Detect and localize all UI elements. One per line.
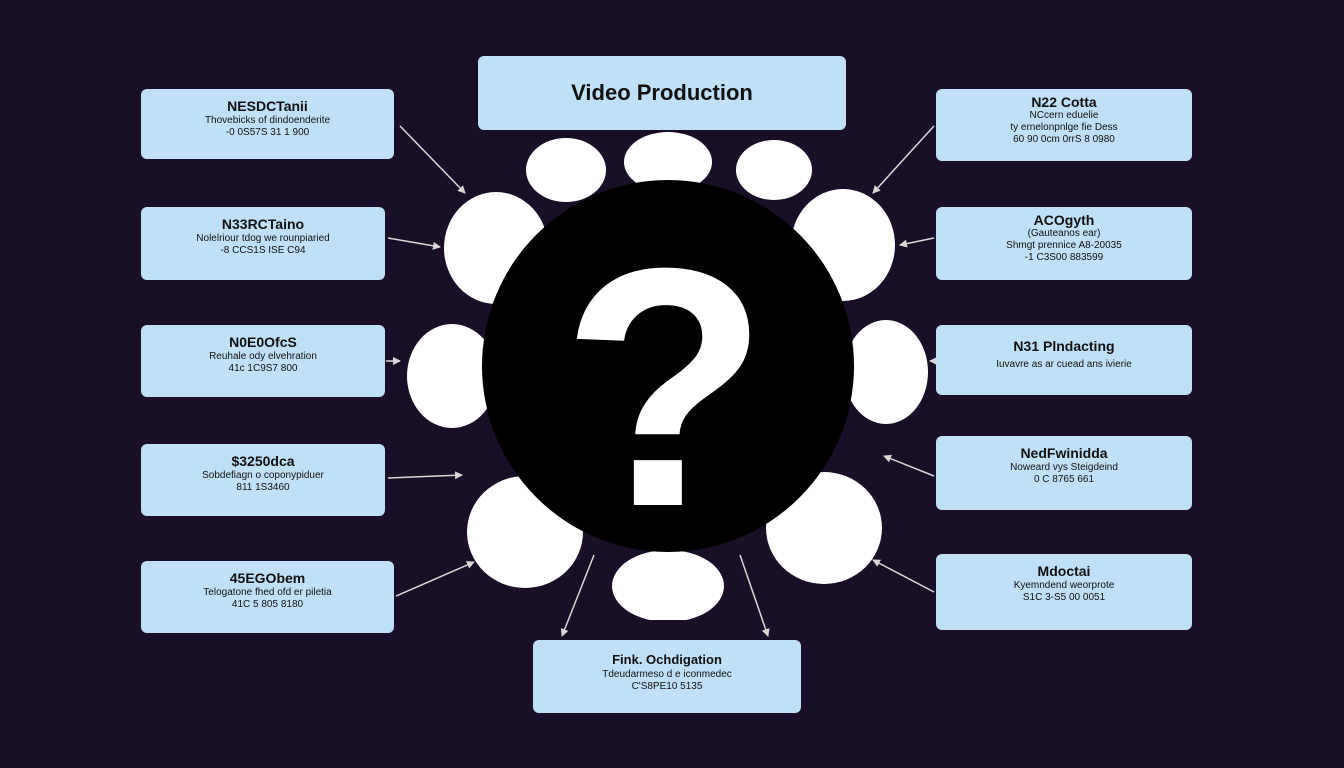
right-card-1: N22 Cotta NCcern eduelie ty ernelonpnlge… bbox=[936, 89, 1192, 161]
card-text: Nolelriour tdog we rounpiaried bbox=[196, 233, 330, 244]
card-text: 811 1S3460 bbox=[236, 482, 290, 493]
card-text: -1 C3S00 883599 bbox=[1024, 252, 1104, 263]
card-text: Reuhale ody elvehration bbox=[209, 351, 317, 362]
center-circle bbox=[482, 180, 854, 552]
card-text: Kyemndend weorprote bbox=[1013, 580, 1115, 591]
card-text: NCcern eduelie bbox=[1029, 110, 1099, 121]
arrow-right-5 bbox=[872, 559, 935, 593]
card-text: 41C 5 805 8180 bbox=[231, 599, 304, 610]
card-text: 41c 1C9S7 800 bbox=[228, 363, 298, 374]
right-card-3: N31 Plndacting Iuvavre as ar cuead ans i… bbox=[936, 325, 1192, 395]
arrow-right-2 bbox=[899, 237, 935, 248]
card-title: Fink. Ochdigation bbox=[612, 652, 722, 667]
card-text: C'S8PE10 5135 bbox=[631, 681, 703, 692]
left-card-1: NESDCTanii Thovebicks of dindoenderite -… bbox=[141, 89, 394, 159]
card-text: (Gauteanos ear) bbox=[1027, 228, 1101, 239]
card-text: Thovebicks of dindoenderite bbox=[204, 115, 331, 126]
card-title: ACOgyth bbox=[1033, 212, 1095, 228]
petal bbox=[612, 550, 724, 620]
left-card-4: $3250dca Sobdefiagn o coponypiduer 811 1… bbox=[141, 444, 385, 516]
left-card-2: N33RCTaino Nolelriour tdog we rounpiarie… bbox=[141, 207, 385, 280]
diagram-title: Video Production bbox=[571, 80, 753, 105]
card-text: 60 90 0cm 0rrS 8 0980 bbox=[1013, 134, 1115, 145]
arrow-left-4 bbox=[387, 471, 463, 480]
arrow-right-1 bbox=[872, 125, 935, 194]
card-text: Shmgt prennice A8-20035 bbox=[1006, 240, 1122, 251]
right-card-2: ACOgyth (Gauteanos ear) Shmgt prennice A… bbox=[936, 207, 1192, 280]
question-mark-icon: ? bbox=[561, 198, 769, 578]
card-text: Telogatone fhed ofd er piletia bbox=[203, 587, 332, 598]
card-title: $3250dca bbox=[231, 453, 295, 469]
card-text: Sobdefiagn o coponypiduer bbox=[202, 470, 324, 481]
petal bbox=[844, 320, 928, 424]
arrow-left-2 bbox=[387, 237, 441, 250]
left-card-5: 45EGObem Telogatone fhed ofd er piletia … bbox=[141, 561, 394, 633]
petal bbox=[624, 132, 712, 192]
card-title: N31 Plndacting bbox=[1013, 338, 1115, 354]
petal bbox=[526, 138, 606, 202]
card-title: N22 Cotta bbox=[1031, 94, 1097, 110]
bottom-card: Fink. Ochdigation Tdeudarmeso d e iconme… bbox=[533, 640, 801, 713]
petal bbox=[736, 140, 812, 200]
card-text: -0 0S57S 31 1 900 bbox=[225, 127, 310, 138]
card-text: 0 C 8765 661 bbox=[1033, 474, 1095, 485]
card-title: NedFwinidda bbox=[1020, 445, 1108, 461]
card-text: Noweard vys Steigdeind bbox=[1010, 462, 1118, 473]
card-text: S1C 3-S5 00 0051 bbox=[1022, 592, 1106, 603]
card-text: ty ernelonpnlge fie Dess bbox=[1010, 122, 1118, 133]
arrow-bottom-1 bbox=[560, 554, 595, 637]
card-title: 45EGObem bbox=[229, 570, 306, 586]
arrow-left-1 bbox=[399, 125, 466, 194]
card-title: N0E0OfcS bbox=[229, 334, 297, 350]
left-card-3: N0E0OfcS Reuhale ody elvehration 41c 1C9… bbox=[141, 325, 385, 397]
arrow-left-5 bbox=[395, 561, 475, 597]
card-title: Mdoctai bbox=[1037, 563, 1091, 579]
right-card-5: Mdoctai Kyemndend weorprote S1C 3-S5 00 … bbox=[936, 554, 1192, 630]
arrow-right-4 bbox=[883, 454, 935, 477]
center-graphic: ? bbox=[407, 132, 928, 620]
card-title: NESDCTanii bbox=[227, 98, 308, 114]
right-card-4: NedFwinidda Noweard vys Steigdeind 0 C 8… bbox=[936, 436, 1192, 510]
card-text: -8 CCS1S ISE C94 bbox=[220, 245, 306, 256]
card-text: Tdeudarmeso d e iconmedec bbox=[602, 669, 732, 680]
petal bbox=[407, 324, 497, 428]
arrow-bottom-2 bbox=[739, 554, 770, 637]
card-text: Iuvavre as ar cuead ans ivierie bbox=[996, 359, 1132, 370]
card-title: N33RCTaino bbox=[221, 216, 305, 232]
title-box: Video Production bbox=[478, 56, 846, 130]
